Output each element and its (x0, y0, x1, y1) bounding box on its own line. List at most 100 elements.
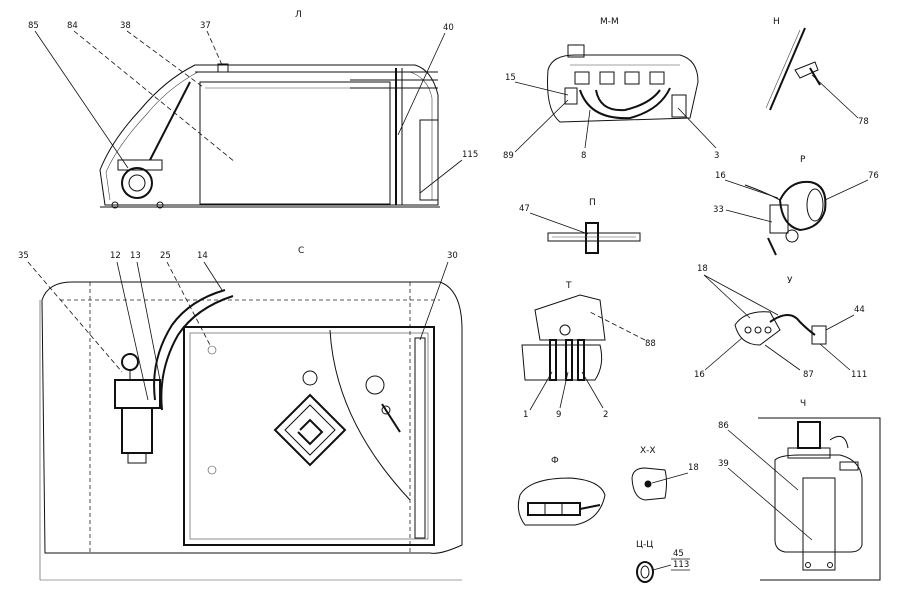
view-p-title: П (589, 198, 596, 208)
view-p-fastener (585, 222, 599, 254)
view-mm-tab (567, 44, 585, 58)
callout-113: 113 (673, 560, 689, 570)
callout-16-r: 16 (715, 171, 726, 181)
view-mm-block-4 (649, 71, 665, 85)
view-ch-cap (797, 421, 821, 449)
leader-14 (203, 261, 223, 291)
view-s-tank (183, 326, 435, 546)
view-s-bracket (414, 337, 426, 539)
view-tsts-title: Ц-Ц (636, 540, 653, 550)
leader-115 (419, 159, 463, 194)
callout-25: 25 (160, 251, 171, 261)
view-ch-frame (758, 417, 881, 581)
view-s-hose-1 (153, 289, 226, 401)
callout-87: 87 (803, 370, 814, 380)
view-tsts-ring-inner (640, 565, 650, 579)
view-r-knob (785, 229, 799, 243)
view-l-foot-1 (111, 201, 119, 209)
view-t-screw (559, 324, 571, 336)
view-u-title: У (787, 276, 793, 286)
leader-44 (825, 314, 855, 331)
view-mm-wire-1 (579, 87, 671, 120)
view-p-plate (547, 232, 641, 242)
callout-33: 33 (713, 205, 724, 215)
view-t-pin-1 (549, 339, 557, 381)
view-l-title: Л (295, 10, 302, 20)
view-l-foot-2 (156, 201, 164, 209)
view-u-hole-1 (744, 326, 752, 334)
leader-16-r (724, 179, 779, 199)
view-l-body (99, 64, 439, 206)
view-f-connector (527, 502, 581, 516)
callout-12: 12 (110, 251, 121, 261)
view-xx-grommet (631, 467, 667, 501)
leader-35 (27, 261, 123, 373)
view-s-cutaway (329, 329, 411, 501)
leader-76 (824, 179, 869, 201)
leader-38 (126, 30, 204, 88)
leader-8 (584, 109, 591, 149)
view-s-hole-4 (207, 465, 217, 475)
callout-78: 78 (858, 117, 869, 127)
callout-38: 38 (120, 21, 131, 31)
view-r-motor-face (806, 188, 824, 222)
leader-18-xx (651, 472, 689, 484)
view-t-pin-2 (565, 339, 573, 381)
view-s-hole-3 (207, 345, 217, 355)
view-t: Т 88 1 9 2 (521, 281, 656, 420)
view-s-tank-inner (189, 332, 429, 540)
view-l: Л 85 84 38 37 40 (28, 10, 478, 209)
leader-13 (136, 261, 161, 381)
view-n-bracket (794, 61, 819, 79)
callout-76: 76 (868, 171, 879, 181)
callout-115: 115 (462, 150, 478, 160)
view-ch-bolt-1 (805, 562, 811, 568)
leader-33 (725, 209, 773, 223)
view-r-motor (778, 180, 827, 232)
callout-1: 1 (523, 410, 528, 420)
view-l-tank (199, 81, 391, 205)
view-ch-filler (839, 461, 859, 471)
view-t-base (521, 344, 603, 381)
view-ch-bolt-2 (827, 562, 833, 568)
callout-86: 86 (718, 421, 729, 431)
callout-35: 35 (18, 251, 29, 261)
leader-2 (581, 371, 604, 409)
view-ch-reservoir (774, 454, 863, 553)
leader-16-u (704, 337, 743, 371)
view-l-strap (149, 81, 191, 161)
view-n-edge (769, 27, 806, 111)
leader-9 (559, 371, 569, 409)
view-r-title: Р (800, 155, 806, 165)
view-mm-title: М-М (600, 17, 619, 27)
leader-3 (677, 107, 717, 149)
leader-1 (529, 371, 553, 411)
view-ch-title: Ч (800, 399, 806, 409)
leader-37 (206, 30, 223, 66)
callout-16-u: 16 (694, 370, 705, 380)
view-ch-wire (829, 435, 849, 449)
view-r-wire (744, 184, 781, 201)
leader-45 (652, 564, 672, 571)
callout-2: 2 (603, 410, 608, 420)
leader-15 (514, 81, 569, 96)
leader-87 (764, 344, 801, 371)
view-r-bracket (769, 204, 789, 234)
callout-30: 30 (447, 251, 458, 261)
callout-39: 39 (718, 459, 729, 469)
view-l-inner-contour (105, 71, 433, 201)
view-mm-block-6 (564, 87, 578, 105)
view-xx-title: Х-Х (640, 446, 656, 456)
leader-86 (727, 429, 799, 491)
callout-85: 85 (28, 21, 39, 31)
view-xx-hole (644, 480, 652, 488)
callout-8: 8 (581, 151, 586, 161)
view-n-edge-2 (765, 29, 801, 109)
view-mm: М-М 15 89 8 3 (503, 17, 719, 161)
view-n-title: Н (773, 17, 780, 27)
view-s-pump-cap (121, 353, 139, 371)
view-mm-wire-2 (595, 89, 661, 112)
view-l-bolt (217, 63, 229, 73)
view-mm-body (547, 54, 699, 123)
leader-111 (819, 343, 851, 371)
